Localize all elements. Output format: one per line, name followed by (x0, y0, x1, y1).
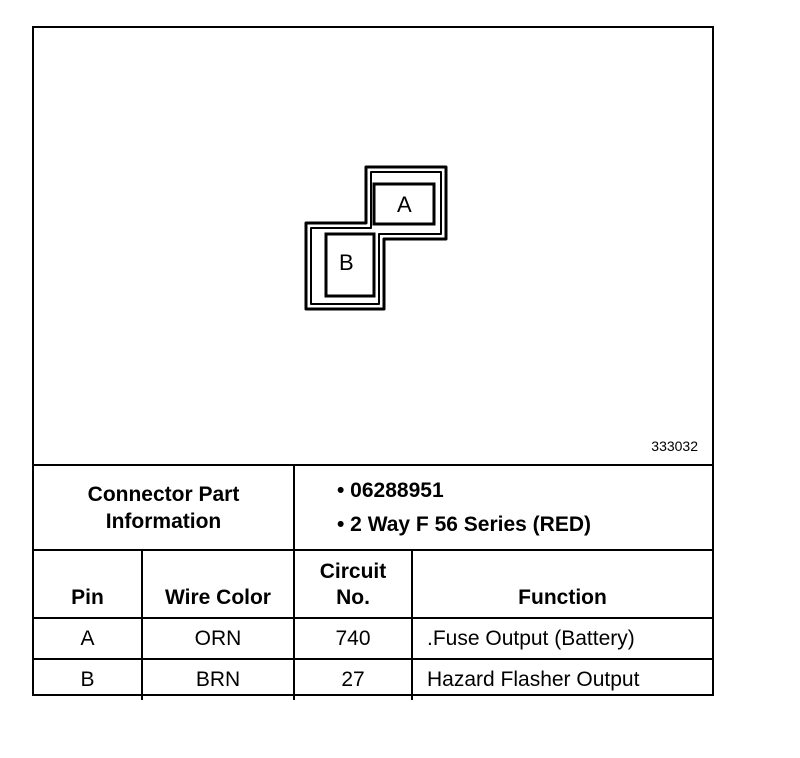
connector-info-values: • 06288951 • 2 Way F 56 Series (RED) (293, 464, 712, 551)
header-circuit: Circuit No. (293, 549, 413, 619)
row-b-wire-color: BRN (141, 658, 295, 700)
row-b-pin: B (34, 658, 143, 700)
row-a-pin: A (34, 617, 143, 660)
part-number: • 06288951 (337, 478, 444, 502)
table-header-row: Pin Wire Color Circuit No. Function (34, 549, 712, 619)
connector-shell-outer (304, 165, 448, 311)
figure-id: 333032 (651, 438, 698, 454)
header-wire-color: Wire Color (141, 549, 295, 619)
connector-info-row: Connector Part Information • 06288951 • … (34, 464, 712, 551)
row-b-circuit: 27 (293, 658, 413, 700)
row-a-function: .Fuse Output (Battery) (411, 617, 712, 660)
row-b-function: Hazard Flasher Output (411, 658, 712, 700)
connector-face-drawing (304, 165, 448, 311)
connector-frame: A B 333032 Connector Part Information • … (32, 26, 714, 700)
connector-shell-inner (310, 171, 442, 305)
pin-b-label: B (339, 250, 354, 275)
cavity-a (372, 182, 436, 226)
row-a-circuit: 740 (293, 617, 413, 660)
header-circuit-line2: No. (336, 586, 370, 609)
header-circuit-line1: Circuit (319, 560, 387, 583)
pin-a-label: A (397, 192, 412, 217)
table-row: B BRN 27 Hazard Flasher Output (34, 658, 712, 700)
header-pin: Pin (34, 549, 143, 619)
connector-info-label: Connector Part Information (34, 464, 295, 551)
connector-diagram: A B 333032 (34, 28, 712, 464)
row-a-wire-color: ORN (141, 617, 295, 660)
cavity-b (324, 232, 376, 298)
connector-table: Connector Part Information • 06288951 • … (34, 464, 712, 700)
connector-info-label-line1: Connector Part (87, 482, 240, 506)
connector-info-label-line2: Information (105, 509, 222, 533)
header-function: Function (411, 549, 712, 619)
connector-description: • 2 Way F 56 Series (RED) (337, 512, 591, 536)
table-row: A ORN 740 .Fuse Output (Battery) (34, 617, 712, 660)
